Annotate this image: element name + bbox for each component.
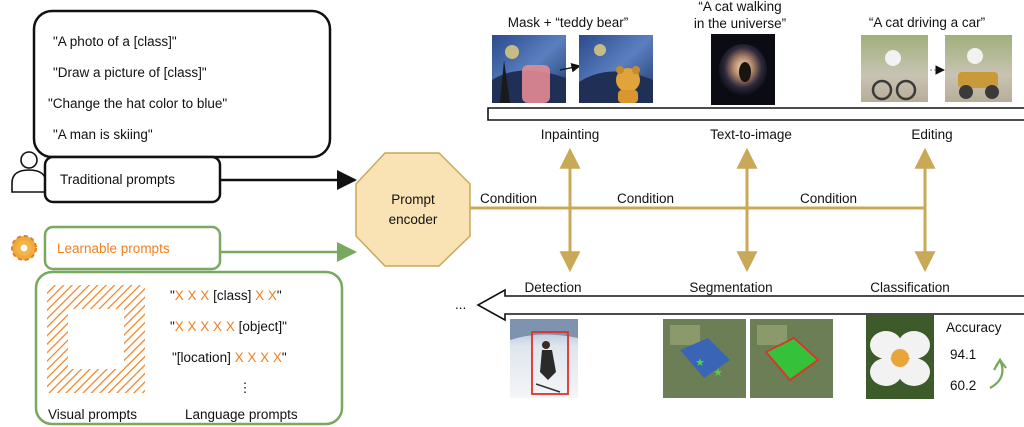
visual-prompt-pattern	[47, 285, 145, 393]
visual-prompts-label: Visual prompts	[48, 407, 137, 422]
traditional-prompt-item: "Draw a picture of [class]"	[53, 65, 207, 80]
language-prompt-item: "X X X [class] X X"	[170, 288, 282, 303]
traditional-prompt-item: "A man is skiing"	[53, 127, 153, 142]
language-prompt-item: "X X X X X [object]"	[170, 319, 287, 334]
task-editing: Editing	[911, 127, 952, 142]
accuracy-value: 94.1	[950, 347, 976, 362]
t2i-caption-line1: “A cat walking	[698, 0, 781, 14]
classification-image	[866, 315, 934, 399]
language-prompt-item: "[location] X X X X"	[172, 350, 287, 365]
traditional-label: Traditional prompts	[60, 172, 175, 187]
encoder-label-line1: Prompt	[391, 192, 435, 207]
language-prompt-ellipsis: ⋮	[239, 380, 252, 395]
discriminative-bar-arrow	[476, 288, 1024, 322]
editing-caption: “A cat driving a car”	[869, 15, 985, 30]
discriminative-tasks: Detection Segmentation Classification ..…	[455, 280, 1024, 399]
task-inpainting: Inpainting	[541, 127, 600, 142]
traditional-prompt-item: "Change the hat color to blue"	[48, 96, 227, 111]
inpainting-caption: Mask + “teddy bear”	[508, 15, 628, 30]
svg-text:★: ★	[713, 367, 723, 379]
inpainting-output-image	[579, 35, 653, 103]
t2i-output-image	[711, 34, 775, 105]
condition-label: Condition	[800, 191, 857, 206]
segmentation-output-image	[750, 319, 833, 398]
task-segmentation: Segmentation	[689, 280, 772, 295]
generative-bar	[487, 107, 1024, 121]
gear-icon	[11, 235, 37, 261]
accuracy-arrow-head	[993, 358, 1007, 371]
learnable-label-box	[43, 225, 222, 271]
task-text-to-image: Text-to-image	[710, 127, 792, 142]
person-icon	[11, 151, 47, 193]
condition-label: Condition	[617, 191, 674, 206]
traditional-prompts-group: "A photo of a [class]" "Draw a picture o…	[11, 9, 357, 204]
learnable-prompts-group: Learnable prompts Visual prompts Languag…	[11, 225, 357, 426]
svg-text:★: ★	[695, 357, 705, 369]
detection-bbox	[531, 331, 569, 395]
more-tasks-ellipsis: ...	[455, 297, 466, 312]
accuracy-label: Accuracy	[946, 320, 1002, 335]
detection-image	[510, 319, 578, 398]
condition-label: Condition	[480, 191, 537, 206]
t2i-caption-line2: in the universe”	[694, 16, 786, 31]
condition-network	[470, 147, 936, 273]
generative-tasks: Mask + “teddy bear” “A cat walking in th…	[487, 0, 1024, 142]
inpainting-input-image	[492, 35, 566, 103]
accuracy-value: 60.2	[950, 378, 976, 393]
learnable-label: Learnable prompts	[57, 241, 170, 256]
encoder-label-line2: encoder	[389, 212, 438, 227]
task-detection: Detection	[524, 280, 581, 295]
segmentation-input-image: ★ ★	[663, 319, 746, 398]
task-classification: Classification	[870, 280, 950, 295]
traditional-prompt-item: "A photo of a [class]"	[53, 34, 177, 49]
editing-input-image	[861, 35, 928, 102]
language-prompts-label: Language prompts	[185, 407, 298, 422]
inpainting-arrow	[559, 62, 581, 73]
prompt-encoder: Prompt encoder	[355, 152, 471, 267]
editing-output-image	[945, 35, 1012, 102]
